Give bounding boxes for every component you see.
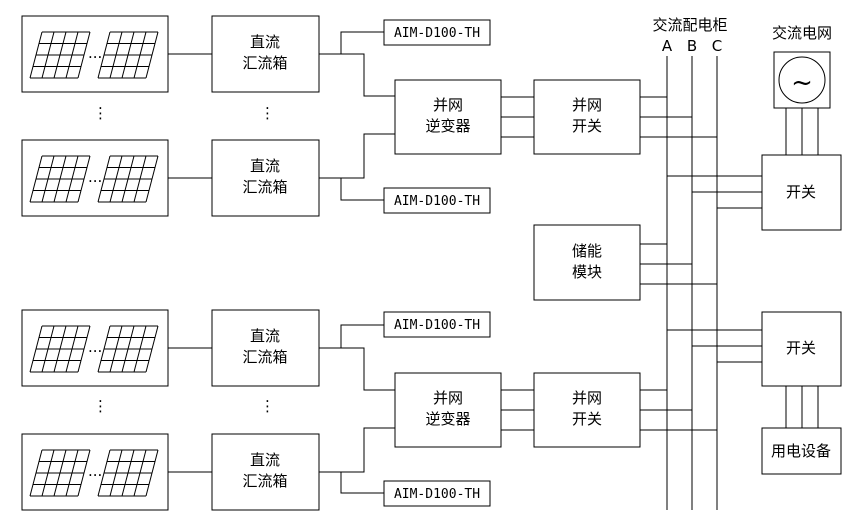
panel-ellipsis: ... (88, 462, 102, 480)
combiner-label-line2: 汇流箱 (242, 348, 287, 366)
meter-label: AIM-D100-TH (394, 26, 480, 41)
combiner-label-line2: 汇流箱 (242, 54, 287, 72)
inverter-label-line1: 并网 (433, 389, 463, 407)
load-switch: 开关 (761, 311, 842, 387)
panel-ellipsis: ... (88, 338, 102, 356)
solar-panel-group-3: ... (21, 309, 169, 387)
combiner-label-line1: 直流 (250, 451, 280, 469)
combiner-box-1: 直流 汇流箱 (211, 15, 320, 93)
combiner-box-2: 直流 汇流箱 (211, 139, 320, 217)
meter-label: AIM-D100-TH (394, 194, 480, 209)
inverter-1: 并网 逆变器 (394, 79, 502, 155)
solar-panel-group-4: ... (21, 433, 169, 511)
meter-label: AIM-D100-TH (394, 318, 480, 333)
load-equipment: 用电设备 (761, 427, 842, 475)
grid-switch-1: 并网 开关 (533, 79, 641, 155)
vertical-ellipsis: ⋮ (260, 104, 275, 122)
ac-cabinet-title: 交流配电柜 (652, 16, 727, 34)
load-label: 用电设备 (771, 442, 831, 460)
storage-label-line1: 储能 (572, 242, 602, 260)
panel-ellipsis: ... (88, 168, 102, 186)
meter-3: AIM-D100-TH (383, 311, 491, 338)
combiner-label-line1: 直流 (250, 157, 280, 175)
vertical-ellipsis: ⋮ (93, 104, 108, 122)
phase-a-label: A (662, 37, 673, 55)
solar-panel-group-1: ... (21, 15, 169, 93)
ac-symbol: ~ (791, 68, 813, 98)
grid-switch-2: 并网 开关 (533, 372, 641, 448)
switch-label: 开关 (786, 339, 816, 357)
inverter-label-line1: 并网 (433, 96, 463, 114)
combiner-label-line2: 汇流箱 (242, 472, 287, 490)
vertical-ellipsis: ⋮ (93, 397, 108, 415)
switch-label: 开关 (786, 183, 816, 201)
phase-c-label: C (712, 37, 722, 55)
grid-switch-label-line2: 开关 (572, 117, 602, 135)
grid-switch-label-line2: 开关 (572, 410, 602, 428)
vertical-ellipsis: ⋮ (260, 397, 275, 415)
combiner-label-line1: 直流 (250, 327, 280, 345)
solar-panel-group-2: ... (21, 139, 169, 217)
solar-panel-icon (97, 325, 159, 373)
solar-panel-icon (29, 155, 91, 203)
main-switch: 开关 (761, 154, 842, 231)
ac-cabinet: 交流配电柜 A B C (652, 16, 728, 510)
grid-switch-label-line1: 并网 (572, 96, 602, 114)
storage-module: 储能 模块 (533, 224, 641, 301)
inverter-label-line2: 逆变器 (425, 117, 470, 135)
combiner-label-line2: 汇流箱 (242, 178, 287, 196)
solar-panel-icon (97, 31, 159, 79)
meter-4: AIM-D100-TH (383, 480, 491, 507)
storage-label-line2: 模块 (572, 263, 602, 281)
inverter-label-line2: 逆变器 (425, 410, 470, 428)
ac-grid: 交流电网 ~ (772, 24, 832, 109)
solar-panel-icon (29, 325, 91, 373)
inverter-2: 并网 逆变器 (394, 372, 502, 448)
solar-panel-icon (97, 449, 159, 497)
grid-switch-label-line1: 并网 (572, 389, 602, 407)
panel-ellipsis: ... (88, 44, 102, 62)
combiner-label-line1: 直流 (250, 33, 280, 51)
combiner-box-4: 直流 汇流箱 (211, 433, 320, 511)
solar-panel-icon (97, 155, 159, 203)
ac-source-icon (778, 56, 826, 104)
phase-b-label: B (687, 37, 697, 55)
meter-1: AIM-D100-TH (383, 19, 491, 46)
meter-label: AIM-D100-TH (394, 487, 480, 502)
solar-panel-icon (29, 31, 91, 79)
combiner-box-3: 直流 汇流箱 (211, 309, 320, 387)
ac-grid-title: 交流电网 (772, 24, 832, 42)
solar-panel-icon (29, 449, 91, 497)
meter-2: AIM-D100-TH (383, 187, 491, 214)
